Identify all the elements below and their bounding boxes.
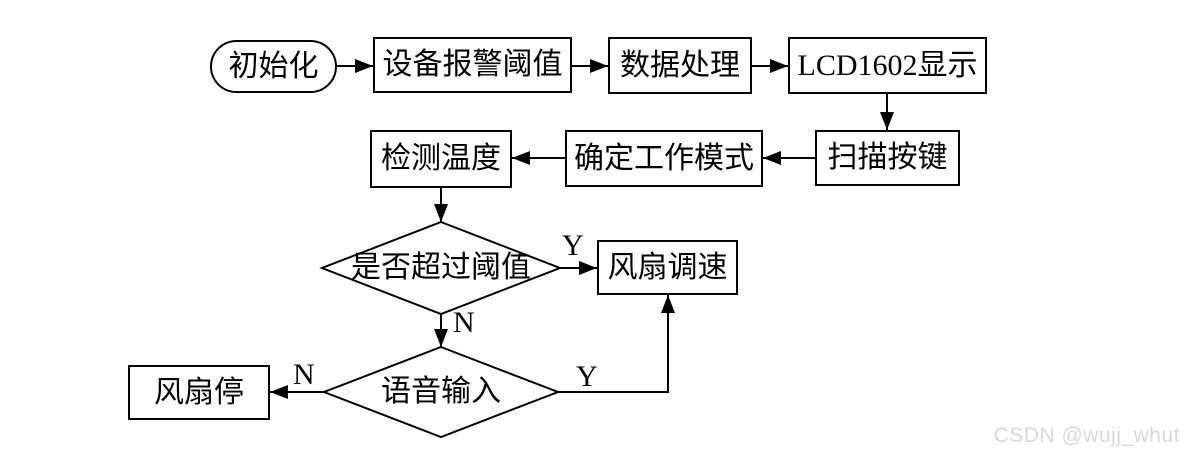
data-processing-node: 数据处理 [608,37,752,94]
fan-stop-node: 风扇停 [128,365,270,420]
csdn-watermark: CSDN @wujj_whut [993,424,1180,447]
work-mode-node: 确定工作模式 [565,130,763,187]
threshold-decision-label: 是否超过阈值 [351,251,531,284]
voice-input-diamond [321,345,561,439]
lcd-display-node: LCD1602显示 [788,37,987,94]
edge-voice-yes-to-fanspeed [558,295,675,393]
threshold-no-label: N [453,306,475,339]
fan-speed-node: 风扇调速 [597,240,738,295]
start-node: 初始化 [210,40,337,93]
detect-temp-node: 检测温度 [370,130,512,188]
voice-input-label: 语音输入 [381,375,501,408]
voice-no-label: N [293,358,315,391]
scan-keys-node: 扫描按键 [815,130,960,186]
voice-yes-label: Y [576,360,598,393]
threshold-decision-diamond [319,220,563,316]
threshold-yes-label: Y [562,229,584,262]
alarm-threshold-node: 设备报警阈值 [373,37,572,93]
